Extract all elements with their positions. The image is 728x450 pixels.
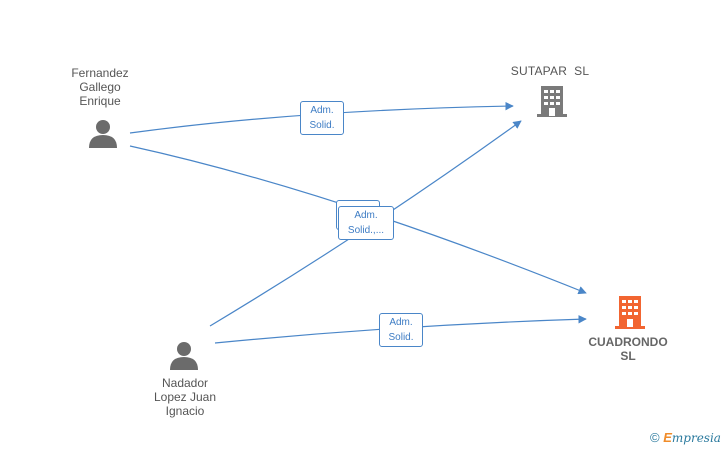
person-name-line: Gallego [79, 80, 121, 94]
person-name-line: Enrique [79, 94, 121, 108]
company-name-line: CUADRONDO [588, 335, 668, 349]
edge-label-line: Solid. [309, 120, 335, 131]
edge-label-line: Solid.,... [347, 225, 385, 236]
brand-initial: E [663, 430, 672, 445]
person-icon[interactable] [169, 340, 199, 370]
edge-label-line: Adm. [389, 317, 413, 328]
edge-label-nadador-cuadrondo[interactable]: Adm. Solid. [379, 313, 423, 347]
building-icon[interactable] [535, 84, 569, 118]
empresia-logo[interactable]: © Empresia [650, 430, 721, 445]
person-label-nadador: Nadador Lopez Juan Ignacio [140, 376, 230, 418]
person-name-line: Nadador [161, 376, 209, 390]
brand-name: mpresia [671, 431, 721, 445]
edge-label-line: Solid. [388, 332, 414, 343]
company-name-line: SL [620, 349, 636, 363]
edge-label-shared[interactable]: Adm. Solid.,... [338, 206, 394, 240]
edge-label-line: Adm. [354, 210, 378, 221]
person-icon[interactable] [88, 118, 118, 148]
company-label-sutapar: SUTAPAR SL [500, 64, 600, 78]
company-label-cuadrondo: CUADRONDO SL [578, 335, 678, 363]
edge-label-line: Adm. [310, 105, 334, 116]
person-name-line: Fernandez [71, 66, 129, 80]
company-name-line: SUTAPAR SL [510, 64, 590, 78]
building-icon[interactable] [613, 294, 647, 330]
person-label-fernandez: Fernandez Gallego Enrique [60, 66, 140, 108]
person-name-line: Lopez Juan [153, 390, 217, 404]
copyright-symbol: © [650, 430, 660, 445]
edge-label-fernandez-sutapar[interactable]: Adm. Solid. [300, 101, 344, 135]
person-name-line: Ignacio [165, 404, 205, 418]
